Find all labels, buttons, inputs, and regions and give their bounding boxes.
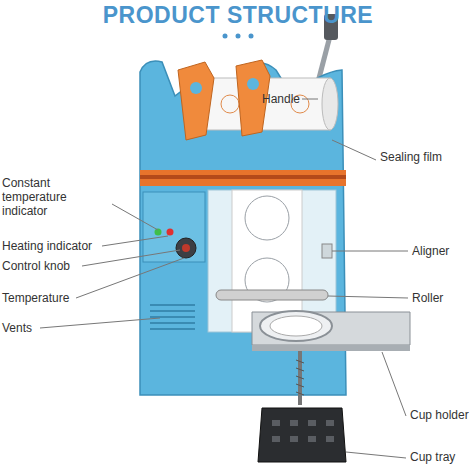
part-label: Handle bbox=[262, 92, 300, 106]
part-label: Cup holder bbox=[410, 408, 469, 422]
part-label: Aligner bbox=[412, 244, 449, 258]
part-label: Cup tray bbox=[410, 450, 455, 464]
part-label: Control knob bbox=[2, 259, 70, 273]
part-label: Vents bbox=[2, 321, 32, 335]
part-label: Roller bbox=[412, 291, 443, 305]
page-title: PRODUCT STRUCTURE bbox=[0, 2, 476, 29]
part-label: Constant temperature indicator bbox=[2, 176, 114, 218]
part-label: Temperature bbox=[2, 291, 69, 305]
part-label: Heating indicator bbox=[2, 239, 92, 253]
part-label: Sealing film bbox=[380, 150, 442, 164]
